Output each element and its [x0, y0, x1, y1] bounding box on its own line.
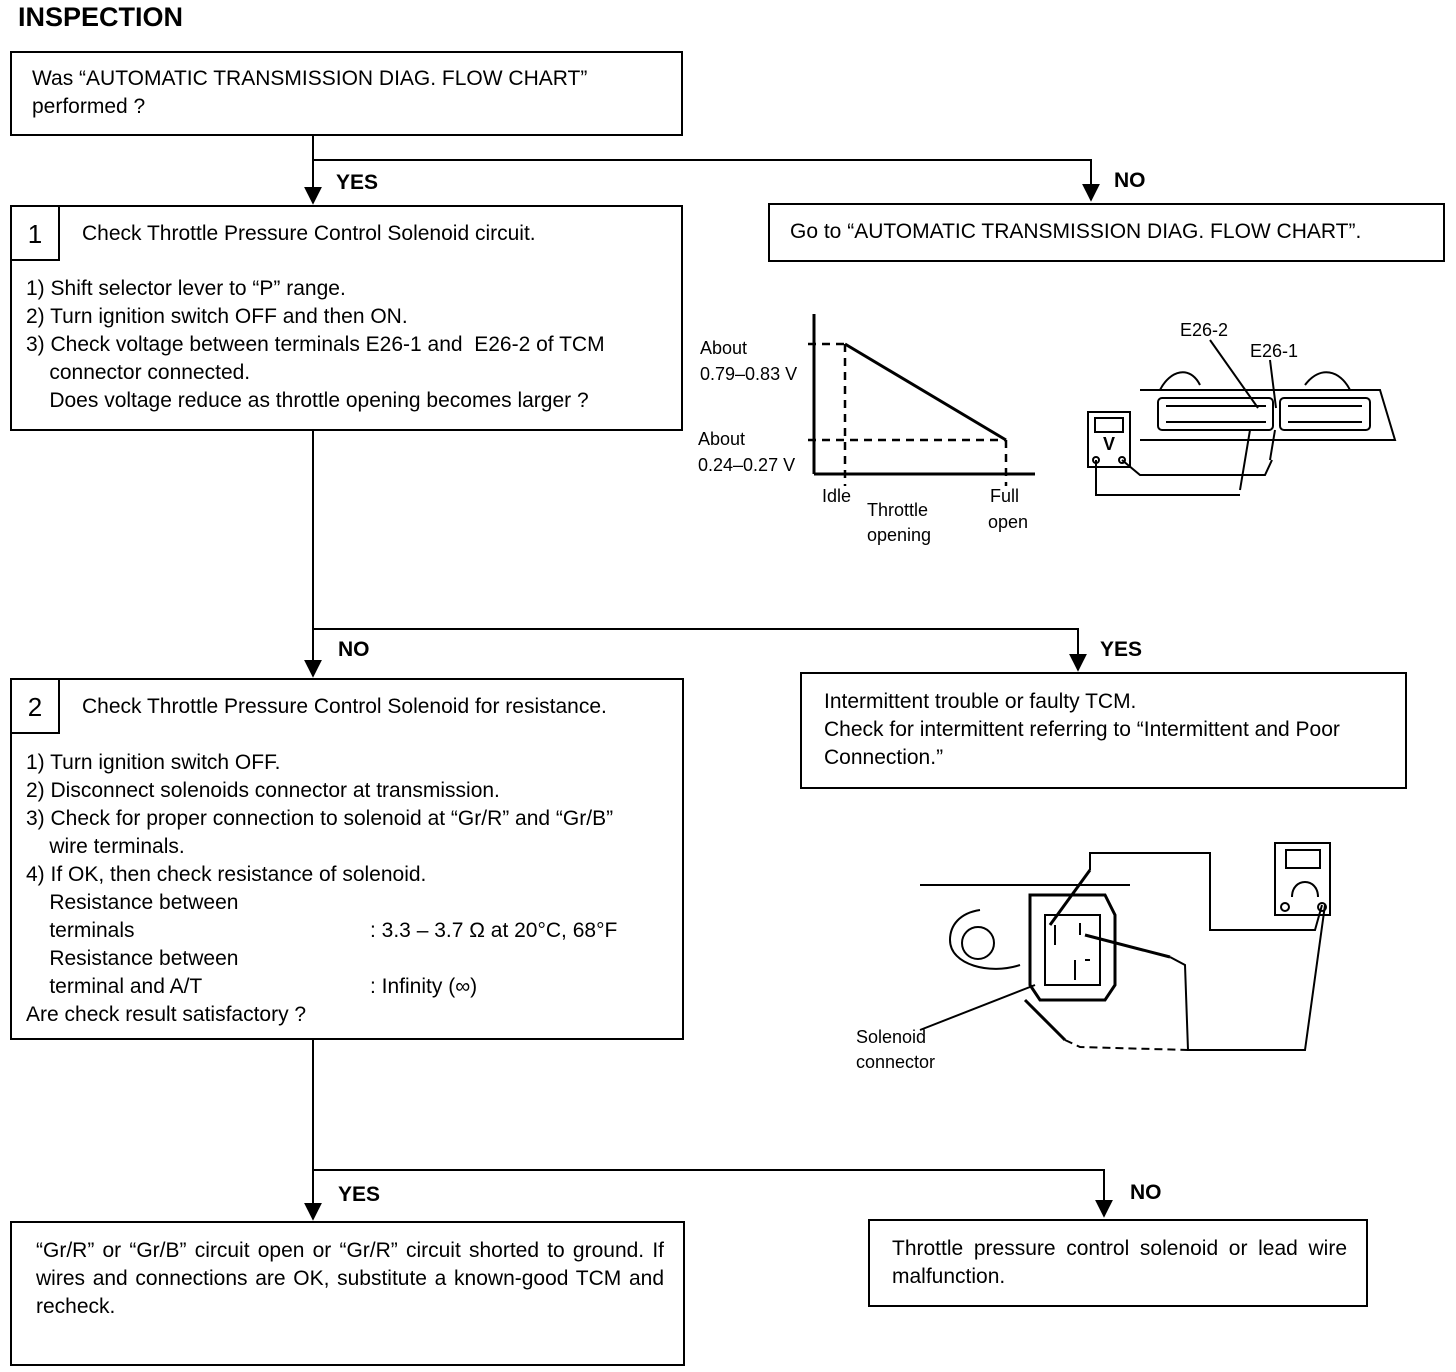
step1-instruction-1: 1) Shift selector lever to “P” range. [26, 277, 346, 300]
step2-instruction-4: wire terminals. [26, 835, 185, 858]
graph-full-label-2: open [988, 512, 1029, 532]
no-label-2: NO [338, 638, 370, 661]
step2-number: 2 [12, 680, 60, 734]
graph-x-axis-label-1: Throttle [867, 500, 929, 520]
yes2-result-line1: Intermittent trouble or faulty TCM. [824, 690, 1137, 713]
step2-question: Are check result satisfactory ? [26, 1003, 307, 1026]
no1-result-text: Go to “AUTOMATIC TRANSMISSION DIAG. FLOW… [790, 220, 1362, 243]
no3-result-text: Throttle pressure control solenoid or le… [892, 1237, 1347, 1288]
voltmeter-label: V [1103, 434, 1116, 454]
step1-question: Does voltage reduce as throttle opening … [26, 389, 589, 412]
solenoid-connector-figure: Solenoid connector [840, 835, 1340, 1080]
yes3-result-text: “Gr/R” or “Gr/B” circuit open or “Gr/R” … [36, 1239, 664, 1318]
yes2-result-line3: Connection.” [824, 746, 944, 769]
yes2-result-line2: Check for intermittent referring to “Int… [824, 718, 1340, 741]
solenoid-label-2: connector [856, 1052, 936, 1072]
step1-instruction-4: connector connected. [26, 361, 251, 384]
spec2-label-2: terminal and A/T [26, 975, 203, 998]
graph-high-label-1: About [700, 338, 748, 358]
step1-box: 1 Check Throttle Pressure Control Soleno… [10, 205, 683, 431]
yes-label-2: YES [1100, 638, 1143, 661]
spec1-label: terminals [26, 919, 135, 942]
spec2-label-1: Resistance between [26, 947, 239, 970]
voltage-graph-plot [808, 314, 1035, 486]
yes-label-3: YES [338, 1183, 381, 1206]
step1-instruction-2: 2) Turn ignition switch OFF and then ON. [26, 305, 408, 328]
step1-heading: Check Throttle Pressure Control Solenoid… [82, 222, 536, 245]
graph-x-axis-label-2: opening [867, 525, 932, 545]
solenoid-label-1: Solenoid [856, 1027, 927, 1047]
start-question-line2: performed ? [32, 95, 146, 118]
step2-instruction-2: 2) Disconnect solenoids connector at tra… [26, 779, 500, 802]
tcm-label-e26-2: E26-2 [1180, 320, 1229, 340]
voltage-graph: About 0.79–0.83 V About 0.24–0.27 V Idle… [690, 300, 1050, 560]
start-question-box: Was “AUTOMATIC TRANSMISSION DIAG. FLOW C… [10, 51, 683, 136]
solenoid-connector-drawing [919, 842, 1331, 1051]
graph-high-label-2: 0.79–0.83 V [700, 364, 798, 384]
page-title: INSPECTION [18, 2, 184, 32]
no-label-3: NO [1130, 1181, 1162, 1204]
step2-instruction-3: 3) Check for proper connection to soleno… [26, 807, 614, 830]
graph-idle-label: Idle [822, 486, 852, 506]
no3-result-box: Throttle pressure control solenoid or le… [868, 1219, 1368, 1307]
spec2-value: : Infinity (∞) [370, 975, 478, 998]
step2-box: 2 Check Throttle Pressure Control Soleno… [10, 678, 684, 1040]
graph-low-label-2: 0.24–0.27 V [698, 455, 796, 475]
yes-label-1: YES [336, 171, 379, 194]
tcm-label-e26-1: E26-1 [1250, 341, 1299, 361]
step2-instruction-5: 4) If OK, then check resistance of solen… [26, 863, 427, 886]
step1-number: 1 [12, 207, 60, 261]
tcm-connector-drawing [1087, 339, 1397, 496]
no1-result-box: Go to “AUTOMATIC TRANSMISSION DIAG. FLOW… [768, 203, 1445, 262]
yes2-result-box: Intermittent trouble or faulty TCM. Chec… [800, 672, 1407, 789]
graph-full-label-1: Full [990, 486, 1020, 506]
no-label-1: NO [1114, 169, 1146, 192]
start-question-line1: Was “AUTOMATIC TRANSMISSION DIAG. FLOW C… [32, 67, 588, 90]
graph-low-label-1: About [698, 429, 746, 449]
step2-heading: Check Throttle Pressure Control Solenoid… [82, 695, 607, 718]
tcm-connector-figure: E26-2 E26-1 V [1080, 310, 1410, 510]
step2-instruction-6: Resistance between [26, 891, 239, 914]
yes3-result-box: “Gr/R” or “Gr/B” circuit open or “Gr/R” … [10, 1221, 685, 1366]
step2-instruction-1: 1) Turn ignition switch OFF. [26, 751, 281, 774]
spec1-value: : 3.3 – 3.7 Ω at 20°C, 68°F [370, 919, 618, 942]
step1-instruction-3: 3) Check voltage between terminals E26-1… [26, 333, 605, 356]
